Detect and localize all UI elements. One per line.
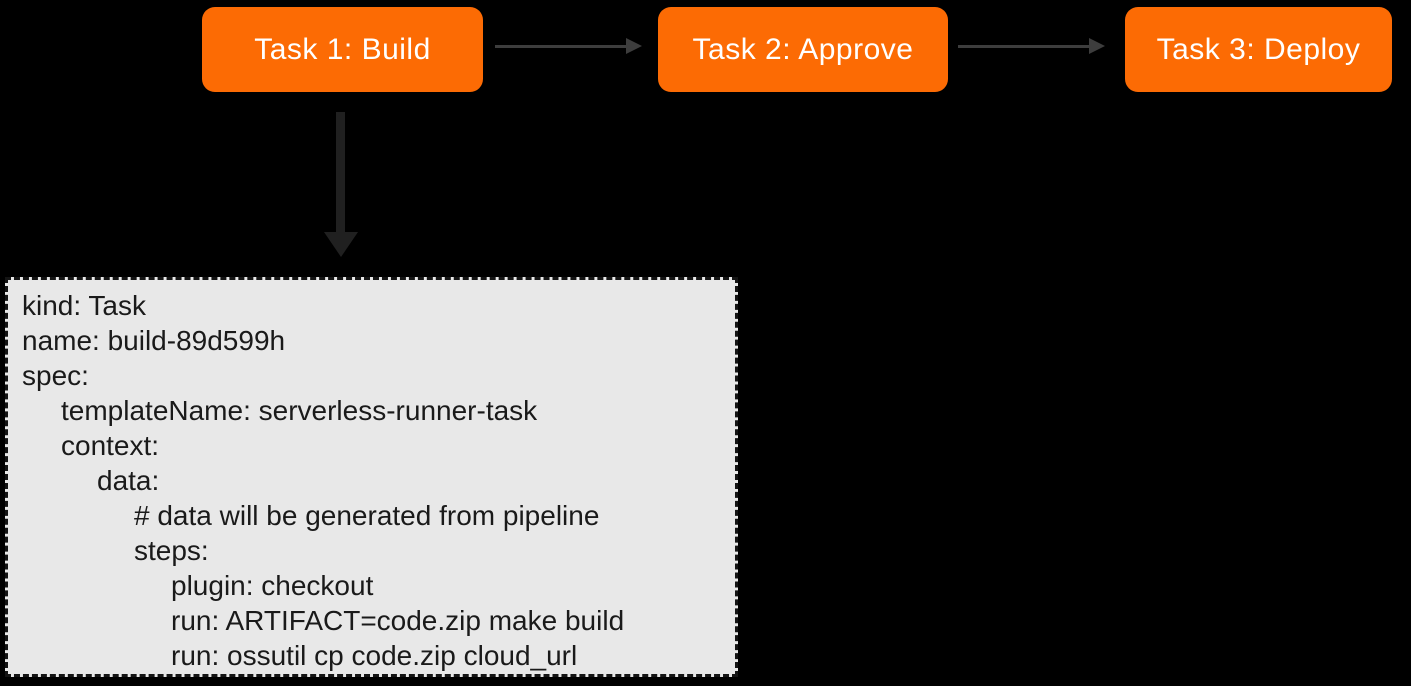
- flow-arrow-head-icon: [626, 38, 642, 54]
- spec-line: name: build-89d599h: [22, 325, 286, 356]
- detail-arrow-shaft: [336, 112, 345, 234]
- task-spec-panel: kind: Task name: build-89d599h spec: tem…: [5, 277, 738, 677]
- flow-arrow-build-to-approve: [495, 38, 642, 55]
- spec-line: plugin: checkout: [171, 570, 374, 601]
- spec-line: run: ossutil cp code.zip cloud_url: [171, 640, 578, 671]
- flow-arrow-approve-to-deploy: [958, 38, 1105, 55]
- spec-line: templateName: serverless-runner-task: [61, 395, 538, 426]
- spec-line: run: ARTIFACT=code.zip make build: [171, 605, 625, 636]
- flow-arrow-head-icon: [1089, 38, 1105, 54]
- spec-line: context:: [61, 430, 160, 461]
- detail-arrow-head-icon: [324, 232, 358, 257]
- spec-line: kind: Task: [22, 290, 146, 321]
- spec-line: # data will be generated from pipeline: [134, 500, 600, 531]
- task-node-deploy: Task 3: Deploy: [1125, 7, 1392, 92]
- task-node-build-label: Task 1: Build: [254, 32, 431, 66]
- spec-line: spec:: [22, 360, 89, 391]
- spec-line: data:: [97, 465, 160, 496]
- task-node-approve: Task 2: Approve: [658, 7, 948, 92]
- task-node-approve-label: Task 2: Approve: [692, 32, 914, 66]
- flow-arrow-line: [958, 45, 1091, 48]
- detail-arrow-build-to-spec: [324, 112, 358, 257]
- task-node-build: Task 1: Build: [202, 7, 483, 92]
- spec-line: steps:: [134, 535, 209, 566]
- flow-arrow-line: [495, 45, 628, 48]
- task-node-deploy-label: Task 3: Deploy: [1156, 32, 1361, 66]
